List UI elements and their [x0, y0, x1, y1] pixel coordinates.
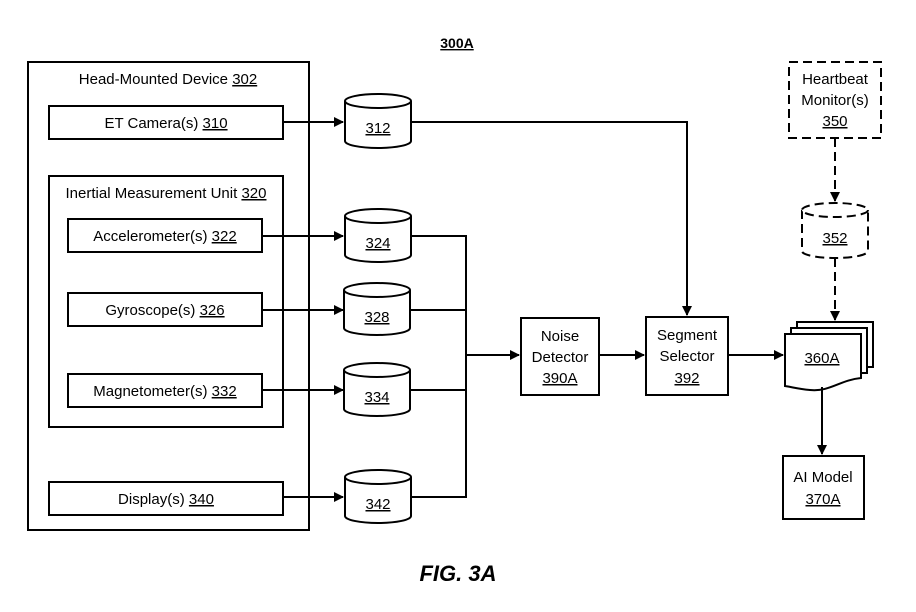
svg-text:Display(s) 340: Display(s) 340: [118, 491, 214, 508]
segment-selector-line1: Segment: [657, 327, 718, 344]
storage-cylinder-312: 312: [344, 93, 412, 149]
accelerometer-box: Accelerometer(s) 322: [67, 218, 263, 253]
et-camera-ref: 310: [203, 115, 228, 132]
svg-text:ET Camera(s) 310: ET Camera(s) 310: [104, 115, 227, 132]
segment-selector-ref: 392: [674, 370, 699, 387]
imu-ref: 320: [241, 185, 266, 202]
display-ref: 340: [189, 491, 214, 508]
display-label: Display(s): [118, 491, 185, 508]
segment-selector-line2: Selector: [659, 348, 714, 365]
storage-312-label: 312: [365, 120, 390, 137]
magnetometer-label: Magnetometer(s): [93, 383, 207, 400]
svg-text:Head-Mounted Device: Head-Mounted Device 302: [79, 71, 257, 88]
storage-334-label: 334: [364, 389, 389, 406]
ai-model-line1: AI Model: [793, 469, 852, 486]
magnetometer-ref: 332: [212, 383, 237, 400]
svg-text:Magnetometer(s): Magnetometer(s) 332: [93, 383, 236, 400]
heartbeat-monitor-box: Heartbeat Monitor(s) 350: [788, 61, 882, 139]
ai-model-ref: 370A: [805, 491, 840, 508]
accelerometer-label: Accelerometer(s): [93, 228, 207, 245]
noise-detector-line2: Detector: [532, 349, 589, 366]
et-camera-label: ET Camera(s): [104, 115, 198, 132]
svg-text:Accelerometer(s): Accelerometer(s) 322: [93, 228, 236, 245]
documents-ref: 360A: [804, 350, 839, 367]
storage-cylinder-334: 334: [343, 362, 411, 417]
accelerometer-ref: 322: [212, 228, 237, 245]
ai-model-box: AI Model 370A: [782, 455, 865, 520]
storage-cylinder-342: 342: [344, 469, 412, 524]
gyroscope-ref: 326: [200, 302, 225, 319]
imu-label: Inertial Measurement Unit: [66, 185, 239, 202]
heartbeat-monitor-ref: 350: [822, 113, 847, 130]
noise-detector-box: Noise Detector 390A: [520, 317, 600, 396]
magnetometer-box: Magnetometer(s) 332: [67, 373, 263, 408]
storage-cylinder-328: 328: [343, 282, 411, 336]
312-to-segment-selector-arrow: [411, 121, 692, 316]
figure-title: 300A: [440, 35, 473, 51]
noise-detector-line1: Noise: [541, 328, 579, 345]
storage-324-label: 324: [365, 235, 390, 252]
svg-text:Inertial Measurement Unit: Inertial Measurement Unit 320: [66, 185, 267, 202]
svg-text:Gyroscope(s) 326: Gyroscope(s) 326: [105, 302, 224, 319]
gyroscope-box: Gyroscope(s) 326: [67, 292, 263, 327]
gyroscope-label: Gyroscope(s): [105, 302, 195, 319]
display-box: Display(s) 340: [48, 481, 284, 516]
hmd-label: Head-Mounted Device: [79, 71, 228, 88]
figure-caption: FIG. 3A: [419, 561, 496, 586]
storage-cylinder-352: 352: [801, 202, 869, 259]
storage-328-label: 328: [364, 309, 389, 326]
storage-352-label: 352: [822, 230, 847, 247]
documents-stack-360a: 360A: [784, 321, 874, 392]
storage-cylinder-324: 324: [344, 208, 412, 263]
storage-342-label: 342: [365, 496, 390, 513]
et-camera-box: ET Camera(s) 310: [48, 105, 284, 140]
heartbeat-monitor-line1: Heartbeat: [802, 71, 869, 88]
heartbeat-monitor-line2: Monitor(s): [801, 92, 869, 109]
noise-detector-ref: 390A: [542, 370, 577, 387]
segment-selector-box: Segment Selector 392: [645, 316, 729, 396]
hmd-ref: 302: [232, 71, 257, 88]
imu-bus-connector: [410, 235, 467, 498]
